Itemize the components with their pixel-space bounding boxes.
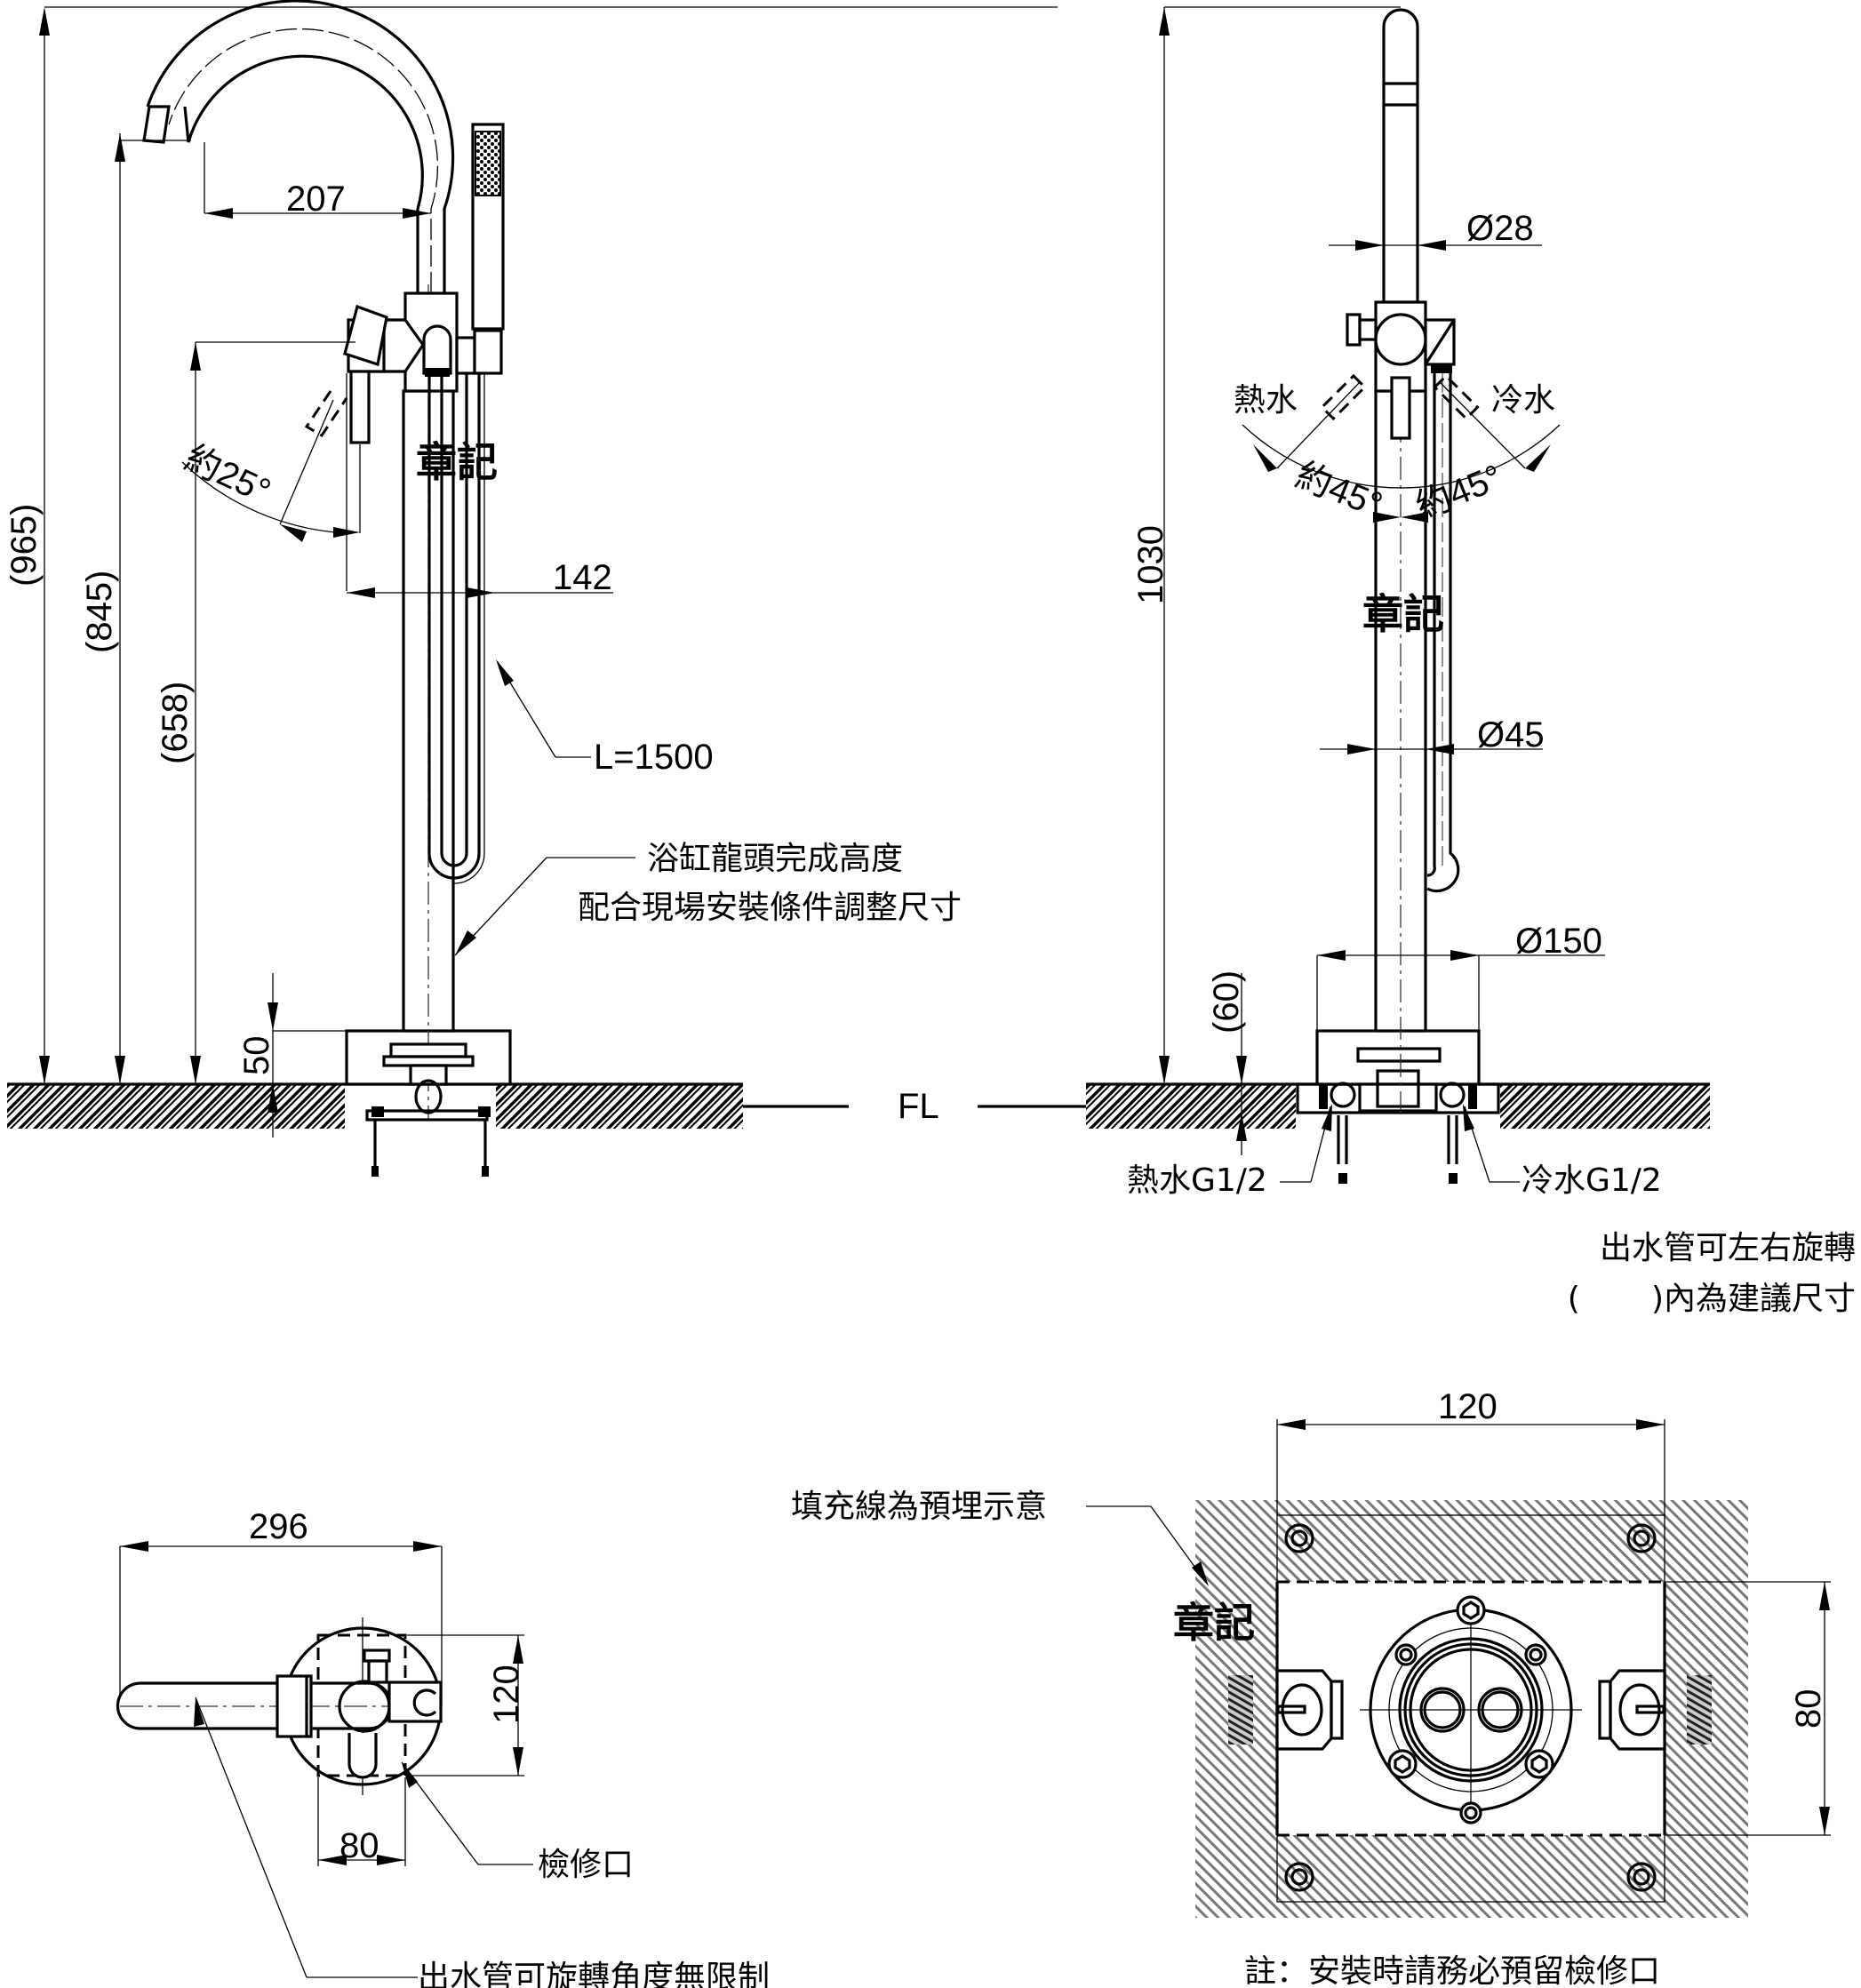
plan-view: 296 120 80 檢修口 出水管可旋轉角度無限制 xyxy=(116,1507,770,1988)
install-note: 註：安裝時請務必預留檢修口 xyxy=(1244,1953,1660,1988)
dim-access-height: 120 xyxy=(487,1665,526,1724)
dim-spout-diameter: Ø28 xyxy=(1466,209,1534,248)
access-label: 檢修口 xyxy=(538,1847,634,1883)
side-view: FL xyxy=(4,0,1086,1177)
dim-handle-to-shower: 142 xyxy=(553,558,612,597)
floor-hatch-front-left xyxy=(1086,1084,1296,1129)
dim-access-width: 80 xyxy=(339,1826,379,1865)
hot-angle-label: 約45° xyxy=(1290,456,1388,525)
dim-column-diameter: Ø45 xyxy=(1477,715,1545,754)
hatch-note: 填充線為預埋示意 xyxy=(791,1489,1047,1525)
dim-embed-depth: (60) xyxy=(1207,970,1246,1034)
dim-spout-reach: 207 xyxy=(286,180,346,219)
stamp-embed-view: 章記 xyxy=(1173,1599,1255,1647)
shower-spray-face xyxy=(475,131,501,196)
stamp-front-view: 章記 xyxy=(1362,590,1444,638)
hose-length-label: L=1500 xyxy=(594,738,714,777)
rotate-note: 出水管可左右旋轉 xyxy=(1600,1230,1856,1266)
dim-embed-height: 80 xyxy=(1789,1689,1828,1729)
dim-spout-height: (845) xyxy=(80,571,119,653)
dim-embed-width: 120 xyxy=(1438,1387,1498,1426)
knurl-left xyxy=(1228,1675,1253,1744)
finish-height-note-line2: 配合現場安裝條件調整尺寸 xyxy=(578,890,962,926)
floor-hatch-right xyxy=(496,1084,743,1129)
front-view: 熱水 冷水 約45° 約45° 1030 Ø28 Ø45 Ø150 xyxy=(1086,6,1710,1199)
embed-view: 120 80 填充線為預埋示意 章記 註：安裝時請務必預留檢修口 xyxy=(791,1387,1831,1988)
floor-level-label: FL xyxy=(898,1087,939,1126)
dim-overall-height: (965) xyxy=(4,504,44,587)
floor-hatch-front-right xyxy=(1500,1084,1710,1129)
dim-handle-height: (658) xyxy=(156,682,195,764)
knurl-right xyxy=(1687,1675,1712,1744)
floor-hatch-left xyxy=(7,1084,345,1129)
hot-water-label: 熱水 xyxy=(1234,382,1298,419)
dim-spout-length: 296 xyxy=(249,1507,308,1546)
dim-front-height: 1030 xyxy=(1131,525,1170,604)
cold-inlet-label: 冷水G1/2 xyxy=(1522,1162,1662,1199)
hot-inlet-label: 熱水G1/2 xyxy=(1127,1162,1267,1199)
spout-rotation-note: 出水管可旋轉角度無限制 xyxy=(418,1960,770,1988)
cold-water-label: 冷水 xyxy=(1491,382,1555,419)
dim-base-height: 50 xyxy=(237,1036,276,1076)
dim-base-diameter: Ø150 xyxy=(1515,922,1602,961)
finish-height-note-line1: 浴缸龍頭完成高度 xyxy=(647,841,903,877)
stamp-side-view: 章記 xyxy=(416,438,498,486)
bracket-note: ( )內為建議尺寸 xyxy=(1568,1281,1856,1317)
angle-handle-label: 約25° xyxy=(179,438,276,511)
